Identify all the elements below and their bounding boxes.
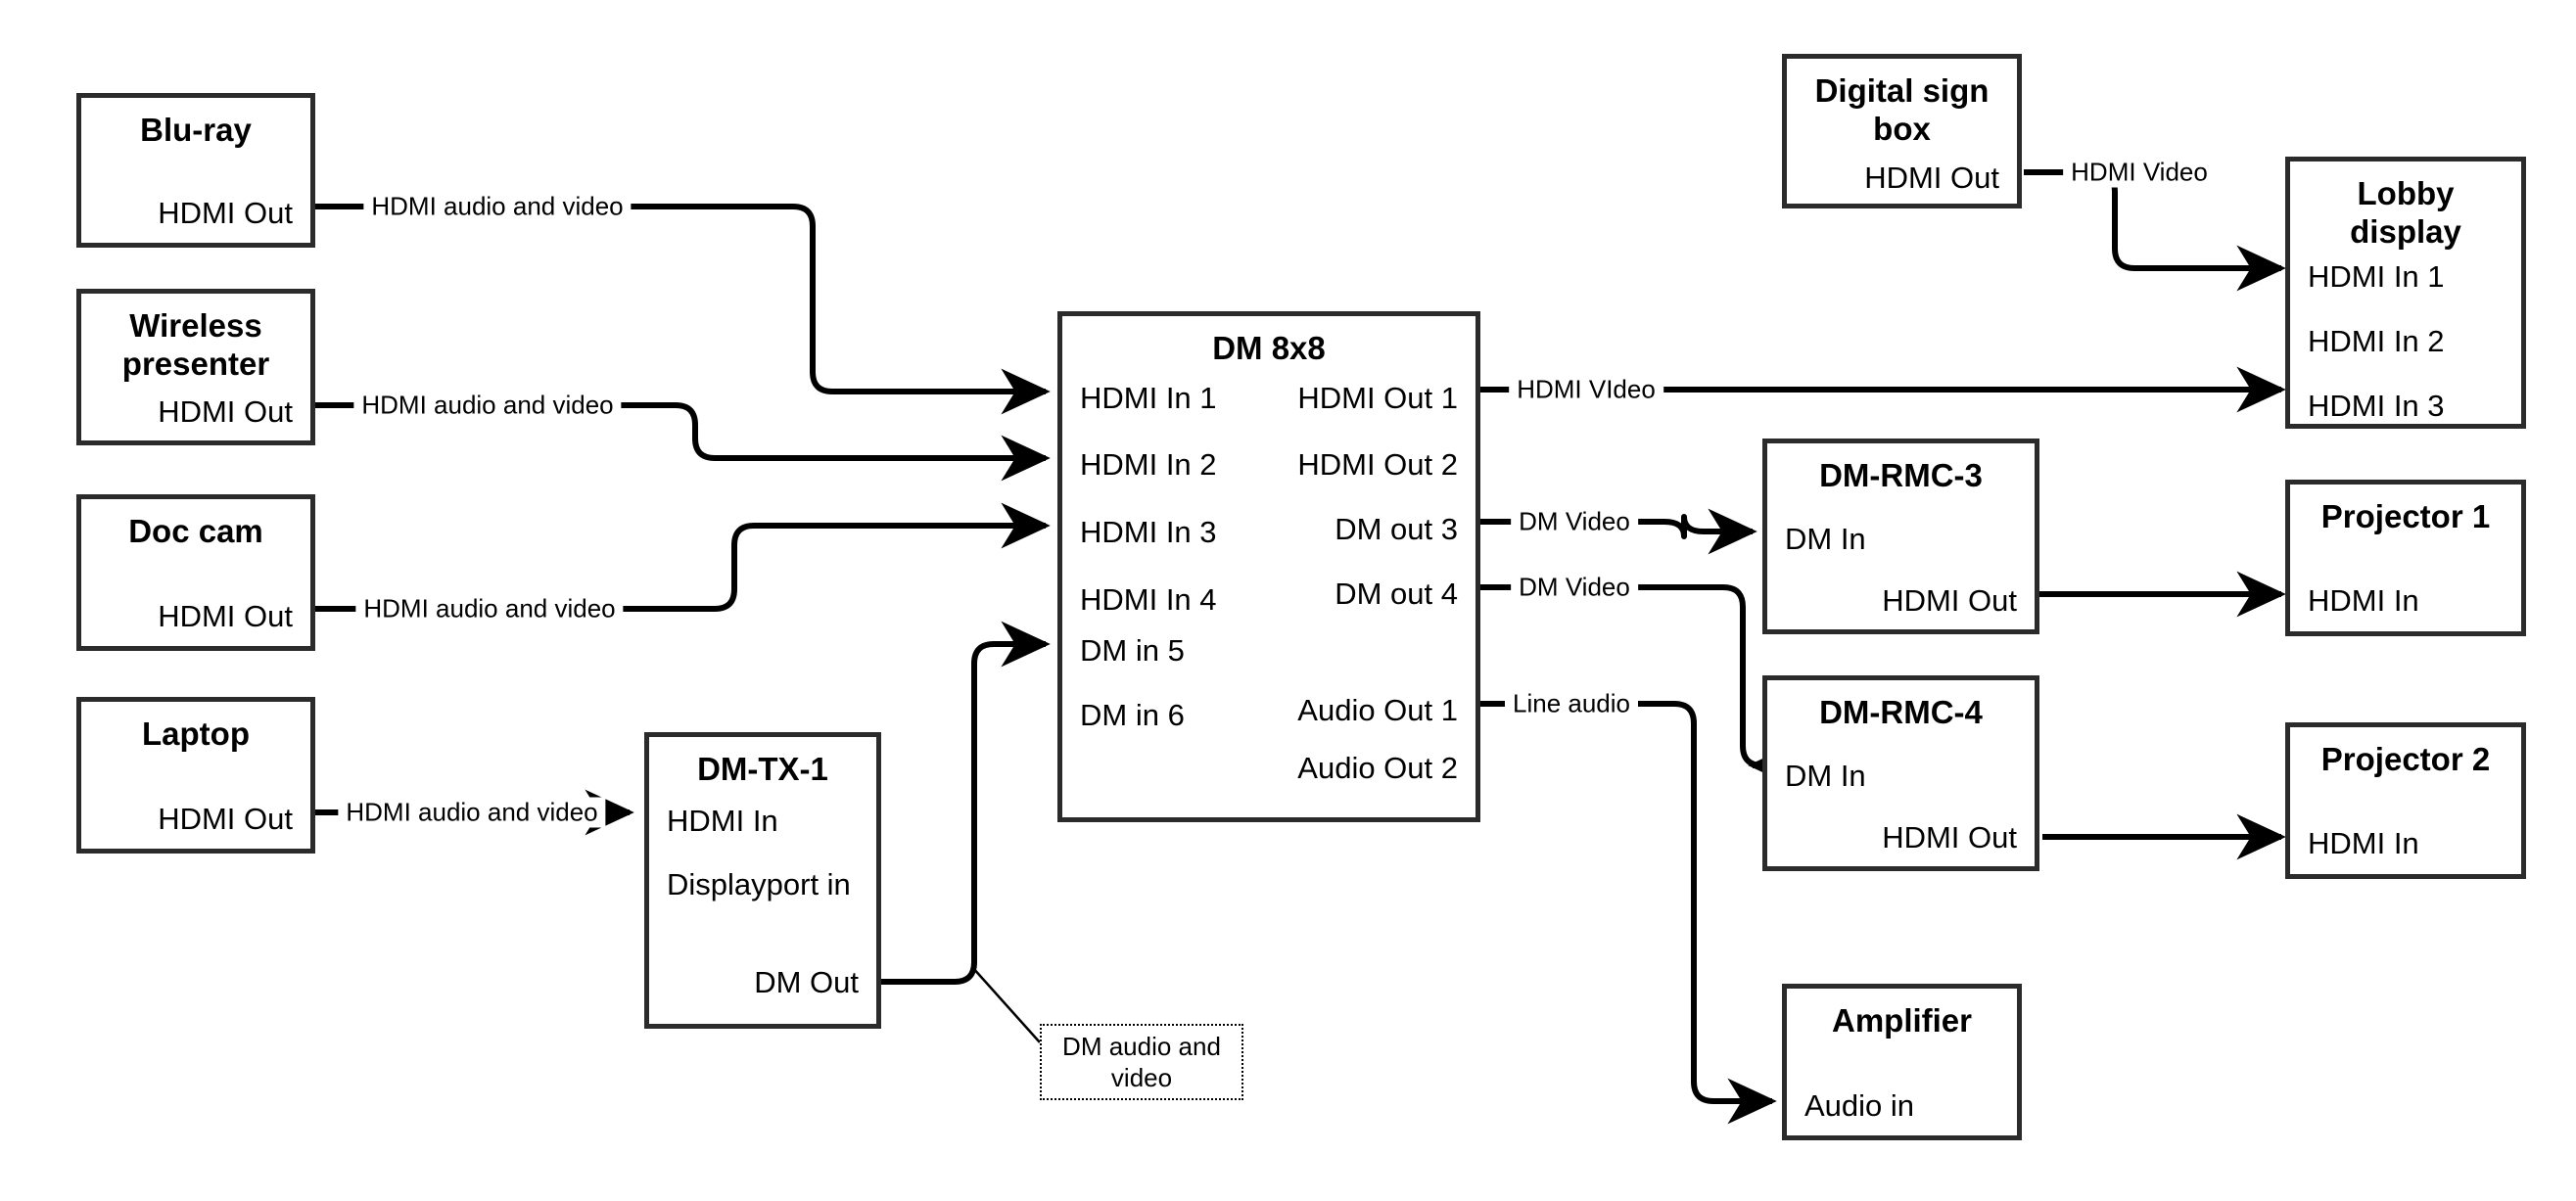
port-dmtx1-hdmi-in[interactable]: HDMI In <box>667 804 778 838</box>
port-dm8x8-dm-out-4[interactable]: DM out 4 <box>1335 577 1458 611</box>
node-dmrmc4-title: DM-RMC-4 <box>1819 694 1983 730</box>
node-projector-2[interactable]: Projector 2 HDMI In <box>2285 722 2526 879</box>
port-amplifier-audio-in[interactable]: Audio in <box>1804 1088 1915 1123</box>
edge-label-wireless-to-dm8x8: HDMI audio and video <box>353 390 622 421</box>
port-dm8x8-hdmi-out-2[interactable]: HDMI Out 2 <box>1297 447 1458 482</box>
port-doccam-hdmi-out[interactable]: HDMI Out <box>158 599 293 633</box>
port-dmrmc3-hdmi-out[interactable]: HDMI Out <box>1882 583 2017 618</box>
port-dm8x8-hdmi-in-1[interactable]: HDMI In 1 <box>1080 381 1217 415</box>
edge-label-dm8x8-line-audio: Line audio <box>1505 688 1638 719</box>
node-bluray[interactable]: Blu-ray HDMI Out <box>76 93 315 248</box>
wire-dm8x8-out4-to-rmc4 <box>1480 584 1798 789</box>
node-doccam-title: Doc cam <box>128 513 263 549</box>
edge-label-dm8x8-out3-dm-video: DM Video <box>1511 506 1638 537</box>
port-lobby-hdmi-in-2[interactable]: HDMI In 2 <box>2308 324 2445 358</box>
node-dmrmc3-title: DM-RMC-3 <box>1819 457 1983 493</box>
port-dm8x8-hdmi-in-4[interactable]: HDMI In 4 <box>1080 582 1217 617</box>
port-dm8x8-hdmi-in-2[interactable]: HDMI In 2 <box>1080 447 1217 482</box>
edge-label-laptop-to-dmtx1: HDMI audio and video <box>338 797 606 828</box>
node-dm-8x8[interactable]: DM 8x8 HDMI In 1 HDMI In 2 HDMI In 3 HDM… <box>1057 311 1480 822</box>
port-wireless-hdmi-out[interactable]: HDMI Out <box>158 394 293 429</box>
node-dmtx1-title: DM-TX-1 <box>697 751 828 787</box>
port-dm8x8-hdmi-out-1[interactable]: HDMI Out 1 <box>1297 381 1458 415</box>
port-dmrmc3-dm-in[interactable]: DM In <box>1785 522 1866 556</box>
node-wireless-title-line1: Wireless <box>129 307 262 344</box>
wire-dmtx1-to-dm8x8 <box>881 621 1051 985</box>
node-bluray-title: Blu-ray <box>140 112 252 148</box>
edge-label-sign-to-lobby: HDMI Video <box>2063 157 2216 188</box>
port-dmtx1-displayport-in[interactable]: Displayport in <box>667 867 851 901</box>
node-dm8x8-title: DM 8x8 <box>1212 330 1326 366</box>
node-projector1-title: Projector 1 <box>2320 498 2491 534</box>
node-wireless-title: Wireless presenter <box>81 294 310 384</box>
edge-label-dm8x8-out4-dm-video: DM Video <box>1511 572 1638 603</box>
node-wireless-presenter[interactable]: Wireless presenter HDMI Out <box>76 289 315 445</box>
port-digitalsign-hdmi-out[interactable]: HDMI Out <box>1864 161 1999 195</box>
port-dmtx1-dm-out[interactable]: DM Out <box>754 965 859 999</box>
port-dm8x8-dm-out-3[interactable]: DM out 3 <box>1335 512 1458 546</box>
port-dm8x8-dm-in-6[interactable]: DM in 6 <box>1080 698 1185 732</box>
port-dmrmc4-hdmi-out[interactable]: HDMI Out <box>1882 820 2017 855</box>
port-bluray-hdmi-out[interactable]: HDMI Out <box>158 196 293 230</box>
port-dm8x8-audio-out-2[interactable]: Audio Out 2 <box>1297 751 1458 785</box>
edge-label-doccam-to-dm8x8: HDMI audio and video <box>355 593 624 624</box>
node-projector2-title: Projector 2 <box>2320 741 2491 777</box>
edge-label-bluray-to-dm8x8: HDMI audio and video <box>363 191 632 222</box>
callout-dm-audio-and-video: DM audio and video <box>1040 1024 1243 1100</box>
node-digitalsign-title-line1: Digital sign <box>1814 72 1990 109</box>
wire-dm8x8-audio-to-amplifier <box>1480 701 1777 1125</box>
port-dm8x8-dm-in-5[interactable]: DM in 5 <box>1080 633 1185 668</box>
callout-leader-line <box>971 966 1041 1043</box>
node-lobby-title: Lobby display <box>2290 162 2521 252</box>
node-amplifier[interactable]: Amplifier Audio in <box>1782 984 2022 1140</box>
node-dm-tx-1[interactable]: DM-TX-1 HDMI In Displayport in DM Out <box>644 732 881 1029</box>
node-laptop[interactable]: Laptop HDMI Out <box>76 697 315 854</box>
port-projector1-hdmi-in[interactable]: HDMI In <box>2308 583 2419 618</box>
port-projector2-hdmi-in[interactable]: HDMI In <box>2308 826 2419 860</box>
wire-dm8x8-out3-to-rmc3 <box>1480 508 1757 555</box>
port-laptop-hdmi-out[interactable]: HDMI Out <box>158 802 293 836</box>
edge-label-dm8x8-out1-hdmi-video: HDMI VIdeo <box>1509 374 1663 405</box>
node-lobby-display[interactable]: Lobby display HDMI In 1 HDMI In 2 HDMI I… <box>2285 157 2526 429</box>
wire-wireless-to-dm8x8 <box>315 402 1051 482</box>
port-dm8x8-audio-out-1[interactable]: Audio Out 1 <box>1297 693 1458 727</box>
node-digitalsign-title: Digital sign box <box>1787 59 2017 149</box>
node-wireless-title-line2: presenter <box>121 345 270 382</box>
node-lobby-title-line1: Lobby <box>2357 175 2455 211</box>
node-lobby-title-line2: display <box>2350 212 2461 250</box>
port-lobby-hdmi-in-1[interactable]: HDMI In 1 <box>2308 259 2445 294</box>
node-projector-1[interactable]: Projector 1 HDMI In <box>2285 480 2526 636</box>
node-digital-sign-box[interactable]: Digital sign box HDMI Out <box>1782 54 2022 208</box>
wire-bluray-to-dm8x8 <box>315 204 1051 415</box>
node-dm-rmc-3[interactable]: DM-RMC-3 DM In HDMI Out <box>1762 439 2039 634</box>
node-dm-rmc-4[interactable]: DM-RMC-4 DM In HDMI Out <box>1762 675 2039 871</box>
node-laptop-title: Laptop <box>142 716 250 752</box>
node-amplifier-title: Amplifier <box>1831 1002 1973 1039</box>
port-lobby-hdmi-in-3[interactable]: HDMI In 3 <box>2308 389 2445 423</box>
port-dm8x8-hdmi-in-3[interactable]: HDMI In 3 <box>1080 515 1217 549</box>
port-dmrmc4-dm-in[interactable]: DM In <box>1785 759 1866 793</box>
node-doc-cam[interactable]: Doc cam HDMI Out <box>76 494 315 651</box>
node-digitalsign-title-line2: box <box>1873 110 1931 147</box>
wire-doccam-to-dm8x8 <box>315 502 1051 612</box>
